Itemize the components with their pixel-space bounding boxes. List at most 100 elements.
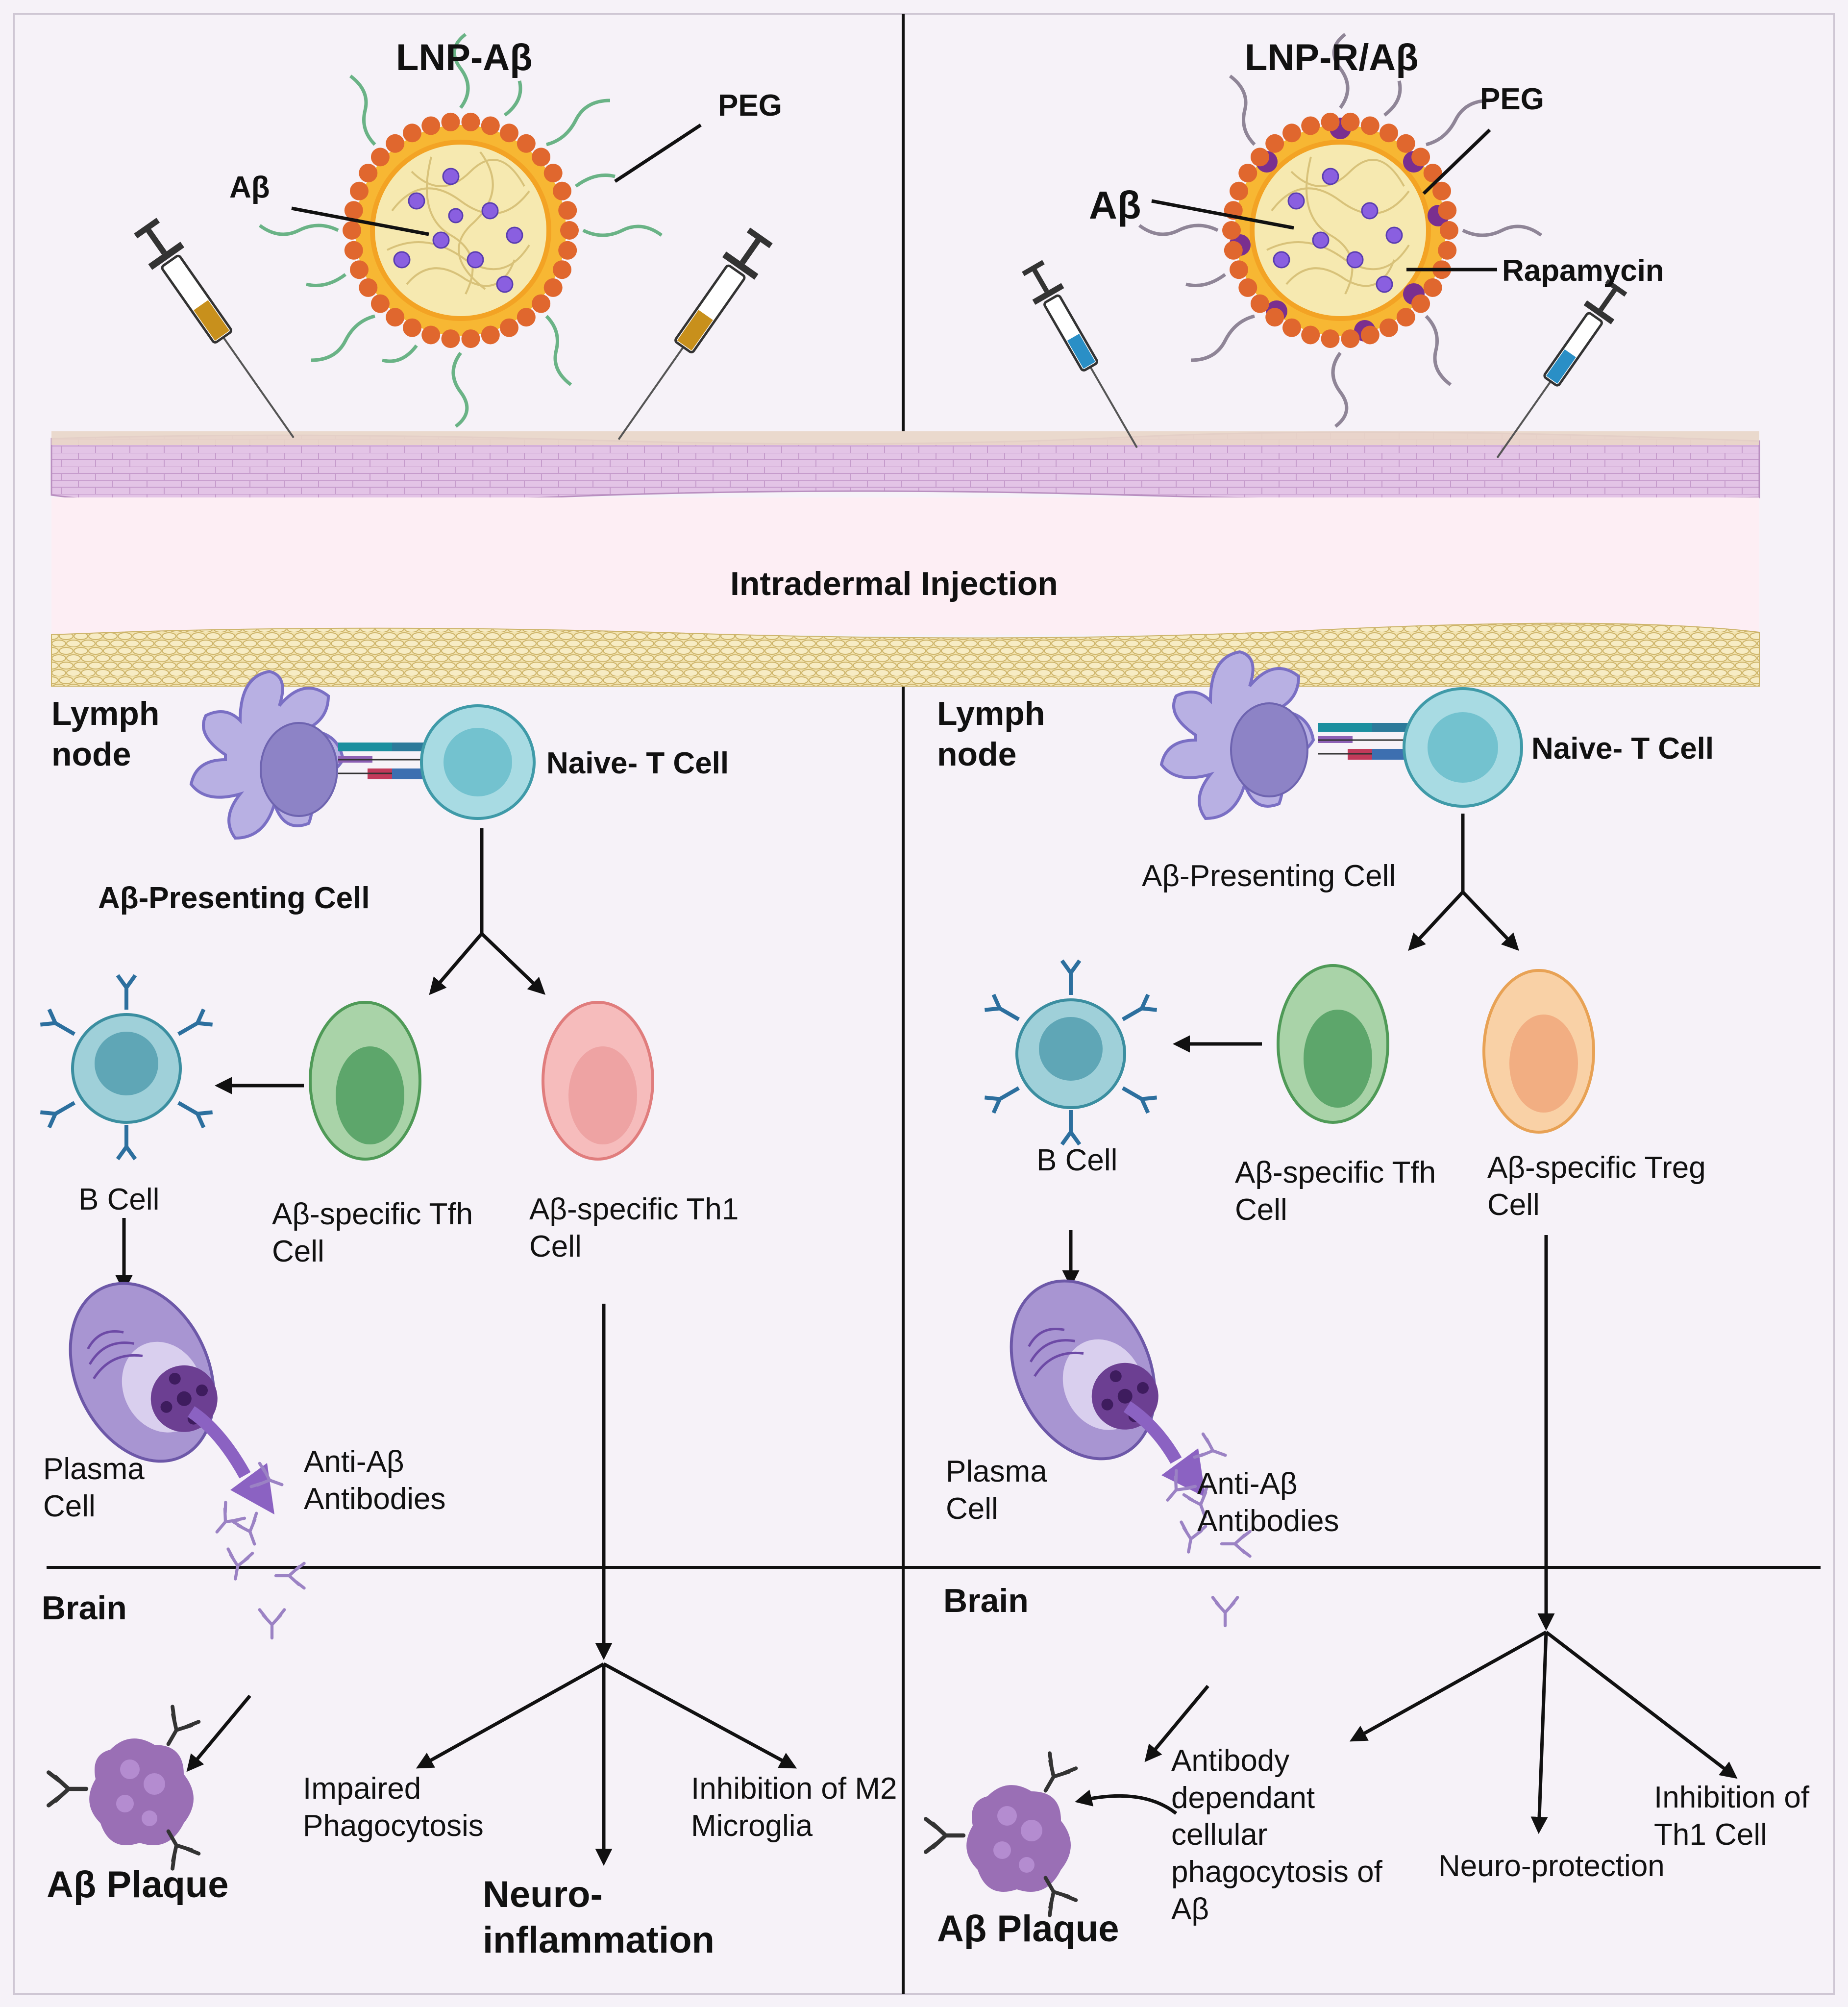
- lipid-head: [441, 329, 460, 348]
- lipid-head: [461, 112, 480, 131]
- syringe-left-2: [617, 227, 773, 440]
- lipid-head: [481, 116, 500, 135]
- lipid-head: [350, 181, 369, 200]
- left-plaque-label: Aβ Plaque: [47, 1864, 229, 1906]
- lnp-r-abeta-particle: [1138, 33, 1543, 428]
- lnp-abeta-particle: [258, 33, 663, 428]
- lipid-head: [1321, 329, 1340, 348]
- apc-left: [189, 669, 345, 840]
- plasma-cell-right: [1010, 1279, 1158, 1461]
- lipid-head: [553, 181, 571, 200]
- lipid-head: [403, 318, 421, 337]
- lipid-head: [386, 308, 405, 327]
- plaque-right: [926, 1753, 1076, 1915]
- lipid-head: [1282, 318, 1301, 337]
- intradermal-injection-label: Intradermal Injection: [730, 565, 1058, 602]
- left-abeta-label: Aβ: [229, 171, 270, 204]
- lipid-head: [500, 318, 518, 337]
- lipid-head: [421, 116, 441, 135]
- lipid-head: [1301, 116, 1320, 135]
- b-cell-right: [984, 959, 1158, 1146]
- right-nanoparticle-title: LNP-R/Aβ: [1245, 37, 1419, 78]
- lipid-head: [1423, 164, 1442, 183]
- lipid-head: [500, 124, 518, 143]
- naive-t-cell-right: [1403, 687, 1523, 808]
- lipid-head: [1250, 148, 1269, 167]
- lipid-head: [344, 241, 363, 260]
- lipid-head: [1360, 325, 1380, 345]
- lipid-head: [1238, 278, 1257, 297]
- tfh-cell-left: [309, 1001, 421, 1161]
- lipid-head: [1396, 134, 1415, 153]
- naive-t-cell-left: [420, 704, 536, 820]
- left-nanoparticle-title: LNP-Aβ: [396, 37, 533, 78]
- plaque-left: [49, 1707, 198, 1869]
- lipid-head: [370, 294, 390, 313]
- lipid-head: [1423, 278, 1442, 297]
- lipid-head: [1411, 148, 1430, 167]
- lipid-head: [403, 124, 421, 143]
- syringe-left-1: [134, 218, 295, 439]
- right-rapamycin-label: Rapamycin: [1502, 254, 1664, 288]
- lipid-head: [1321, 112, 1340, 131]
- left-presenting-cell-label: Aβ-Presenting Cell: [98, 881, 370, 915]
- lipid-head: [359, 278, 378, 297]
- lipid-head: [558, 201, 577, 220]
- lipid-head: [359, 164, 378, 183]
- right-peg-label: PEG: [1480, 82, 1544, 116]
- lipid-head: [1411, 294, 1430, 313]
- right-abeta-label: Aβ: [1089, 183, 1141, 227]
- tfh-cell-right: [1277, 964, 1389, 1124]
- lipid-head: [1438, 241, 1457, 260]
- right-plaque-label: Aβ Plaque: [937, 1908, 1119, 1950]
- right-naive-t-cell-label: Naive- T Cell: [1531, 732, 1714, 766]
- secretion-arrow-left: [187, 1406, 251, 1479]
- lipid-head: [558, 241, 577, 260]
- lipid-head: [343, 221, 361, 240]
- lipid-head: [532, 294, 551, 313]
- lipid-head: [553, 260, 571, 279]
- lipid-head: [370, 148, 390, 167]
- lipid-head: [1438, 201, 1457, 220]
- left-b-cell-label: B Cell: [78, 1183, 160, 1216]
- lipid-head: [1301, 325, 1320, 345]
- lipid-head: [1250, 294, 1269, 313]
- lipid-head: [421, 325, 441, 345]
- lipid-head: [560, 221, 579, 240]
- lipid-head: [441, 112, 460, 131]
- lipid-head: [517, 134, 536, 153]
- lipid-head: [1224, 241, 1243, 260]
- treg-cell-right: [1482, 969, 1595, 1134]
- th1-cell-left: [542, 1001, 654, 1161]
- lipid-head: [543, 278, 563, 297]
- lipid-head: [1265, 308, 1284, 327]
- lipid-head: [1238, 164, 1257, 183]
- lipid-head: [481, 325, 500, 345]
- syringe-right-1: [1022, 260, 1138, 448]
- left-neuroinflammation-label: Neuro-inflammation: [483, 1874, 715, 1961]
- secretion-arrow-right: [1123, 1401, 1182, 1464]
- left-brain-label: Brain: [42, 1589, 127, 1627]
- lipid-head: [386, 134, 405, 153]
- lipid-head: [1265, 134, 1284, 153]
- lipid-head: [543, 164, 563, 183]
- right-neuroprotection-label: Neuro-protection: [1438, 1849, 1665, 1883]
- lipid-head: [1360, 116, 1380, 135]
- right-brain-label: Brain: [943, 1582, 1029, 1619]
- b-cell-left: [40, 974, 213, 1161]
- tcr-complex-right: [1318, 723, 1416, 760]
- lipid-head: [1341, 112, 1360, 131]
- left-naive-t-cell-label: Naive- T Cell: [546, 746, 729, 780]
